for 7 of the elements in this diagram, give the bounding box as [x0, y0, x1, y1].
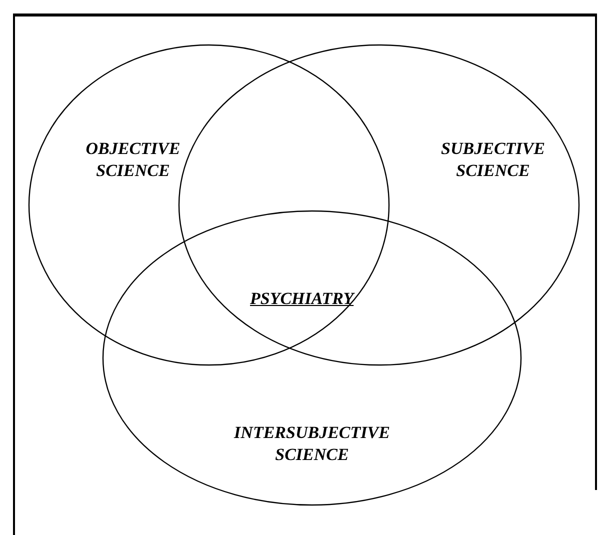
venn-circle [28, 44, 390, 366]
set-label: SUBJECTIVE SCIENCE [440, 138, 546, 182]
venn-circle [102, 210, 522, 506]
venn-circle [178, 44, 580, 366]
set-label: OBJECTIVE SCIENCE [84, 138, 182, 182]
intersection-label: PSYCHIATRY [250, 288, 354, 310]
set-label: INTERSUBJECTIVE SCIENCE [232, 422, 391, 466]
